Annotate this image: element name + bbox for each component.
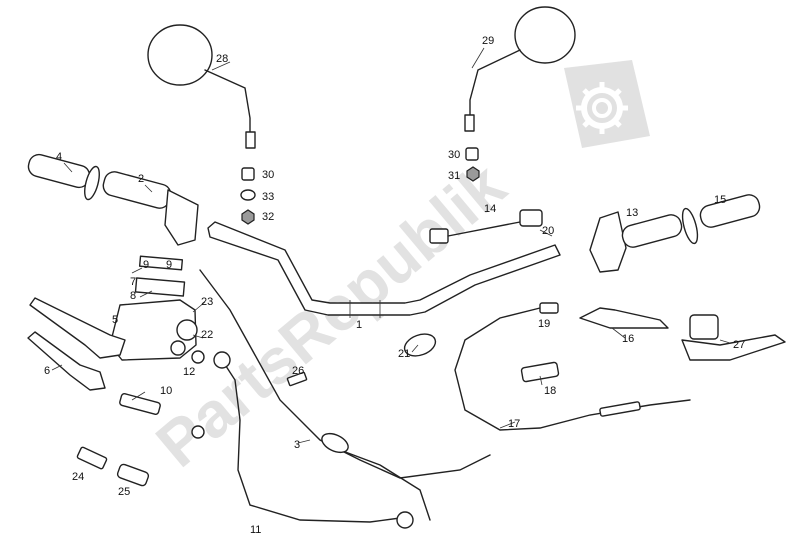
callout-29: 29 xyxy=(482,35,494,47)
callout-15: 15 xyxy=(714,194,726,206)
brake-master-cylinder xyxy=(109,255,205,364)
callout-7: 7 xyxy=(130,276,136,288)
callout-5: 5 xyxy=(112,314,118,326)
callout-8: 8 xyxy=(130,290,136,302)
gear-icon xyxy=(564,60,650,148)
clutch-cable xyxy=(454,307,691,431)
callout-28: 28 xyxy=(216,53,228,65)
callout-22: 22 xyxy=(201,329,213,341)
mirror-left xyxy=(147,24,256,149)
callout-6: 6 xyxy=(44,365,50,377)
callout-32: 32 xyxy=(262,211,274,223)
leader-lines xyxy=(51,47,731,444)
callout-27: 27 xyxy=(733,339,745,351)
callout-16: 16 xyxy=(622,333,634,345)
callout-17: 17 xyxy=(508,418,520,430)
callout-20: 20 xyxy=(542,225,554,237)
mirror-hardware-left xyxy=(240,167,256,225)
lever-left xyxy=(27,297,126,391)
callout-25: 25 xyxy=(118,486,130,498)
callout-2: 2 xyxy=(138,173,144,185)
callout-11: 11 xyxy=(250,524,261,536)
callout-30a: 30 xyxy=(262,169,274,181)
switch-right xyxy=(589,211,683,273)
callout-30b: 30 xyxy=(448,149,460,161)
throttle-cable xyxy=(199,269,491,521)
callout-24: 24 xyxy=(72,471,84,483)
callout-4: 4 xyxy=(56,151,62,163)
callout-18: 18 xyxy=(544,385,556,397)
callout-13: 13 xyxy=(626,207,638,219)
callout-labels: 1 2 3 4 5 6 7 8 9 9 10 11 12 13 14 15 16… xyxy=(44,35,745,536)
callout-33: 33 xyxy=(262,191,274,203)
watermark: PartsRepublik xyxy=(143,60,650,481)
mirror-right xyxy=(464,6,576,132)
handlebar xyxy=(207,221,561,318)
lever-right xyxy=(579,307,669,329)
callout-31: 31 xyxy=(448,170,460,182)
callout-9b: 9 xyxy=(166,259,172,271)
grip-right xyxy=(681,194,761,245)
small-parts xyxy=(76,302,560,487)
callout-12: 12 xyxy=(183,366,195,378)
callout-26: 26 xyxy=(292,365,304,377)
callout-21: 21 xyxy=(398,348,410,360)
mirror-hardware-right xyxy=(465,147,480,182)
callout-9a: 9 xyxy=(143,259,149,271)
lever-right-assembly xyxy=(681,314,786,361)
callout-14: 14 xyxy=(484,203,496,215)
throttle-grip xyxy=(102,171,199,246)
callout-3: 3 xyxy=(294,439,300,451)
callout-23: 23 xyxy=(201,296,213,308)
brake-hose xyxy=(213,351,414,529)
handlebar-clamp xyxy=(429,209,553,244)
callout-10: 10 xyxy=(160,385,172,397)
callout-1: 1 xyxy=(356,319,362,331)
callout-19: 19 xyxy=(538,318,550,330)
grip-left xyxy=(27,153,100,201)
